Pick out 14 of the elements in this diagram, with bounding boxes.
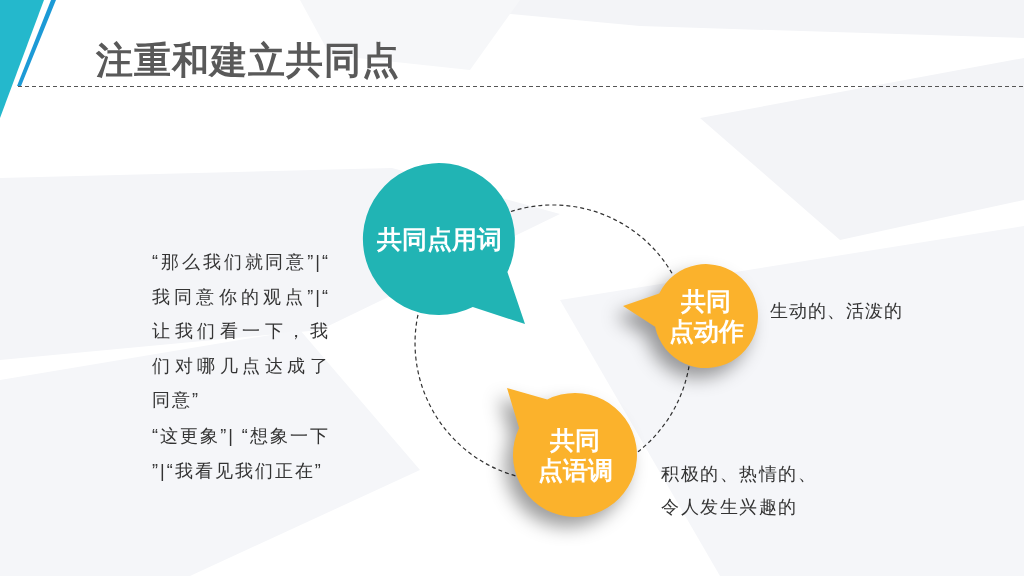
example-text: 积极的、热情的、令人发生兴趣的 [661,463,818,519]
speech-bubble [623,264,758,368]
connector-arc [637,365,690,453]
title: 注重和建立共同点 [96,39,400,83]
speech-bubble [363,163,525,324]
connector-arc [510,204,674,276]
example-text: 生动的、活泼的 [770,300,904,323]
speech-bubble [507,388,637,517]
bubble-text: 共同点语调 [536,425,614,485]
example-text: “这更象”| “想象一下”|“我看见我们正在” [152,425,330,483]
bubble-text: 共同点动作 [667,286,745,346]
connector-arc [414,312,516,477]
example-text: “那么我们就同意”|“我同意你的观点”|“让我们看一下，我们对哪几点达成了同意” [152,251,330,412]
bubble-text: 共同点用词 [375,224,503,254]
